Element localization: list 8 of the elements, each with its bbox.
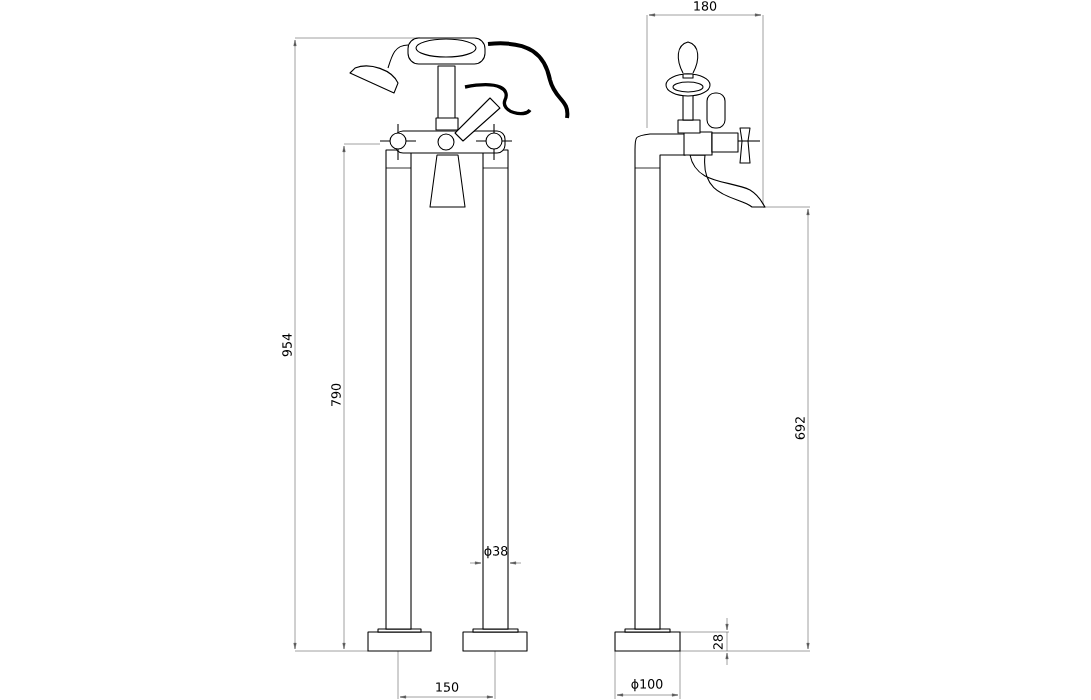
dimension-label: 692 [795,417,805,440]
dimension-label: 28 [713,634,723,650]
dimension-label: ϕ100 [631,678,663,692]
dimension-label: 180 [694,1,717,11]
dimension-label: ϕ38 [484,545,508,559]
dimension-label: 790 [331,383,341,407]
dimension-label: 150 [436,682,459,692]
dimension-label: 954 [282,333,292,357]
